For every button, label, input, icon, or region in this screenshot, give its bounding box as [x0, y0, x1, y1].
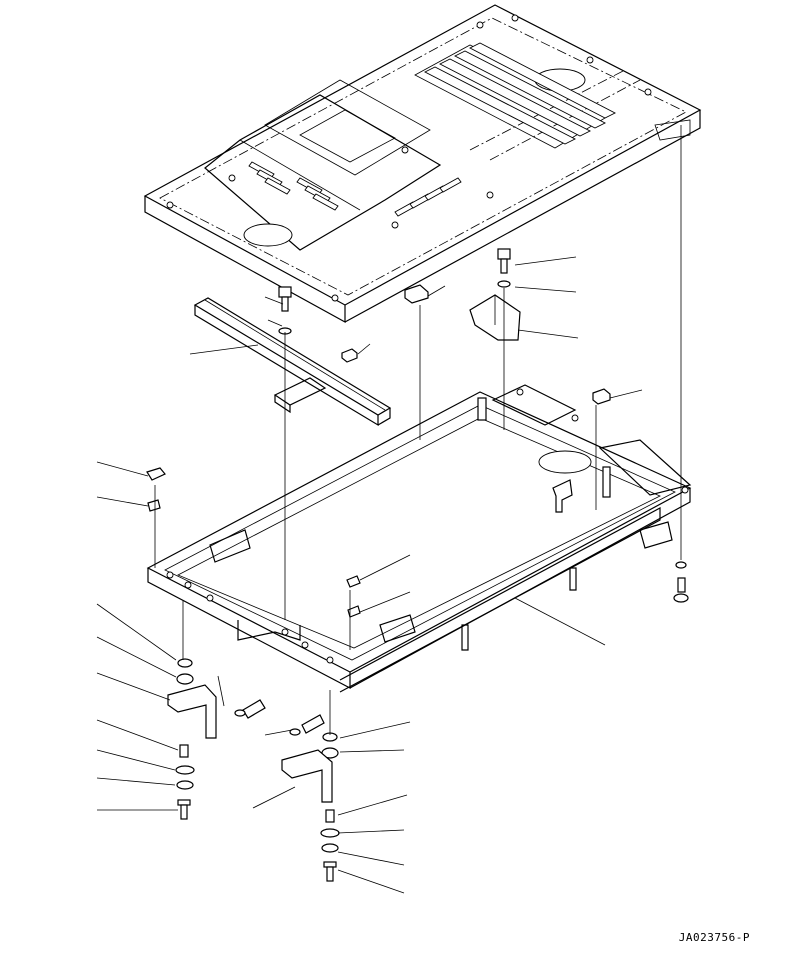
main-frame — [146, 384, 692, 693]
cover-bolt-holes — [166, 14, 652, 302]
right-post-hardware — [673, 561, 689, 603]
assembly-centerlines — [154, 125, 682, 735]
drawing-id-label: JA023756-P — [678, 931, 750, 944]
leader-lines — [96, 256, 643, 894]
grille-slots — [248, 42, 616, 217]
center-mount-stack — [281, 732, 340, 882]
top-bolt-left — [278, 286, 292, 335]
rubber-pads — [341, 284, 611, 405]
left-mount-stack — [167, 658, 217, 820]
channel-beam — [193, 297, 392, 427]
corner-bracket — [469, 294, 521, 341]
spring-clips — [146, 467, 361, 618]
side-bolts — [234, 699, 325, 736]
top-bolt-right — [497, 248, 511, 288]
frame-holes — [166, 388, 689, 664]
top-cover-plate — [143, 4, 702, 324]
